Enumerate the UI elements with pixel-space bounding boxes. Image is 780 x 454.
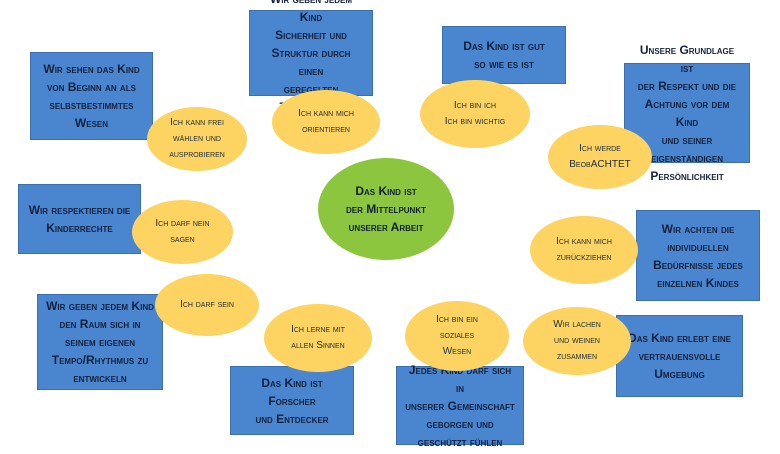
ellipse-zurueckziehen: Ich kann mich zurückziehen bbox=[530, 216, 638, 284]
ellipse-ich-bin-wichtig: Ich bin ich Ich bin wichtig bbox=[420, 80, 530, 148]
box-vertrauensvolle-umgebung: Das Kind erlebt eine vertrauensvolle Umg… bbox=[616, 315, 743, 397]
ellipse-beobachtet: Ich werde BeobACHTET bbox=[548, 125, 652, 189]
ellipse-nein-sagen: Ich darf nein sagen bbox=[132, 200, 233, 264]
box-kinderrechte: Wir respektieren die Kinderrechte bbox=[18, 184, 141, 254]
box-gemeinschaft-geborgen: Jedes Kind darf sich in unserer Gemeinsc… bbox=[396, 363, 524, 449]
ellipse-orientieren: Ich kann mich orientieren bbox=[272, 90, 380, 154]
center-mittelpunkt: Das Kind ist der Mittelpunkt unserer Arb… bbox=[318, 158, 454, 260]
box-selbstbestimmtes-wesen: Wir sehen das Kind von Beginn an als sel… bbox=[30, 52, 153, 140]
ellipse-allen-sinnen: Ich lerne mit allen Sinnen bbox=[264, 304, 372, 372]
ellipse-lachen-weinen: Wir lachen und weinen zusammen bbox=[523, 307, 631, 375]
ellipse-soziales-wesen: Ich bin ein soziales Wesen bbox=[405, 301, 509, 371]
box-eigenes-tempo: Wir geben jedem Kind den Raum sich in se… bbox=[37, 294, 163, 390]
ellipse-darf-sein: Ich darf sein bbox=[155, 274, 259, 336]
box-individuelle-beduerfnisse: Wir achten die individuellen Bedürfnisse… bbox=[636, 210, 760, 301]
box-respekt-achtung: Unsere Grundlage ist der Respekt und die… bbox=[624, 43, 750, 183]
box-forscher-entdecker: Das Kind ist Forscher und Entdecker bbox=[230, 366, 354, 435]
box-sicherheit-struktur: Wir geben jedem Kind Sicherheit und Stru… bbox=[249, 0, 373, 114]
ellipse-frei-waehlen: Ich kann frei wählen und ausprobieren bbox=[147, 107, 247, 171]
box-kind-ist-gut: Das Kind ist gut so wie es ist bbox=[442, 26, 566, 84]
